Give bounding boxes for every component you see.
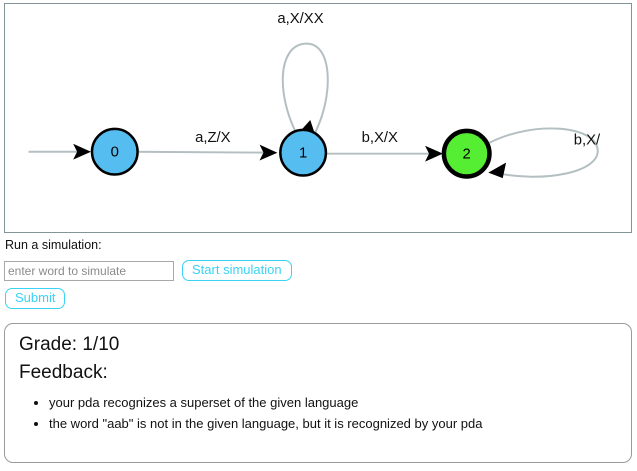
self-loop-label-state-2: b,X/: [574, 133, 601, 149]
state-node-0[interactable]: 0: [90, 127, 139, 176]
feedback-item: your pda recognizes a superset of the gi…: [49, 392, 617, 413]
simulation-title: Run a simulation:: [5, 238, 102, 252]
submit-button[interactable]: Submit: [5, 288, 66, 309]
state-label-0: 0: [111, 145, 119, 161]
feedback-list: your pda recognizes a superset of the gi…: [19, 392, 617, 434]
transition-label-0-1: a,Z/X: [195, 130, 231, 146]
simulate-word-input[interactable]: [4, 260, 174, 281]
submit-row: Submit: [5, 288, 632, 309]
transition-1-to-2[interactable]: b,X/X: [323, 130, 443, 162]
simulation-controls-row: Start simulation: [4, 260, 632, 281]
state-node-2-accepting[interactable]: 2: [441, 128, 492, 179]
automaton-diagram[interactable]: a,Z/X a,X/XX b,X/X b,X/ 0 1: [5, 4, 631, 232]
self-loop-label-state-1: a,X/XX: [277, 11, 323, 27]
state-label-1: 1: [299, 146, 307, 162]
simulation-section: Run a simulation: Start simulation Submi…: [4, 238, 632, 309]
self-loop-state-2[interactable]: b,X/: [488, 127, 601, 179]
feedback-item: the word "aab" is not in the given langu…: [49, 413, 617, 434]
grade-line: Grade: 1/10: [19, 334, 120, 355]
state-label-2: 2: [463, 147, 471, 163]
feedback-panel: Grade: 1/10 Feedback: your pda recognize…: [4, 323, 632, 463]
transition-0-to-1[interactable]: a,Z/X: [133, 130, 278, 161]
self-loop-state-1[interactable]: a,X/XX: [277, 11, 329, 137]
feedback-heading: Feedback:: [19, 362, 108, 383]
transition-label-1-2: b,X/X: [362, 130, 398, 146]
start-simulation-button[interactable]: Start simulation: [182, 260, 292, 281]
state-node-1[interactable]: 1: [279, 128, 328, 177]
automaton-canvas[interactable]: a,Z/X a,X/XX b,X/X b,X/ 0 1: [4, 3, 632, 233]
